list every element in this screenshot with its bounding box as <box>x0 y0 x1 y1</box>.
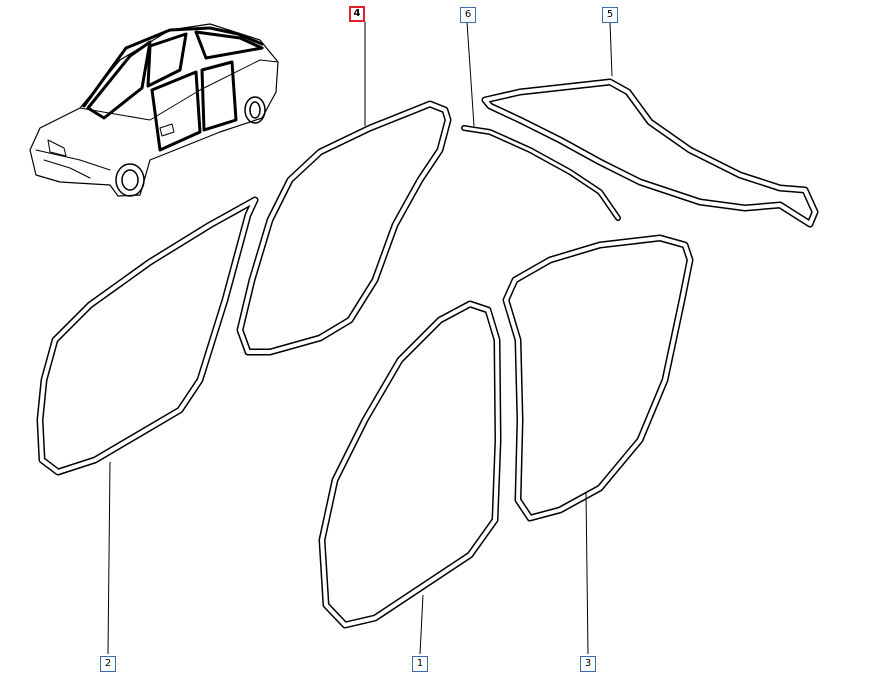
part-windscreen-seal[interactable] <box>481 78 819 228</box>
part-rear-door-window-seal[interactable] <box>36 196 259 476</box>
car-overview-illustration <box>29 23 279 197</box>
leader-lines <box>107 21 613 655</box>
part-front-door-seal[interactable] <box>318 300 502 629</box>
callout-1[interactable]: 1 <box>412 656 428 672</box>
callout-3[interactable]: 3 <box>580 656 596 672</box>
callout-4[interactable]: 4 <box>349 6 365 22</box>
part-rear-door-seal[interactable] <box>502 234 694 522</box>
callout-6[interactable]: 6 <box>460 7 476 23</box>
callout-2[interactable]: 2 <box>100 656 116 672</box>
part-front-door-window-seal[interactable] <box>236 100 452 356</box>
part-roof-drip-moulding[interactable] <box>461 125 621 221</box>
callout-5[interactable]: 5 <box>602 7 618 23</box>
